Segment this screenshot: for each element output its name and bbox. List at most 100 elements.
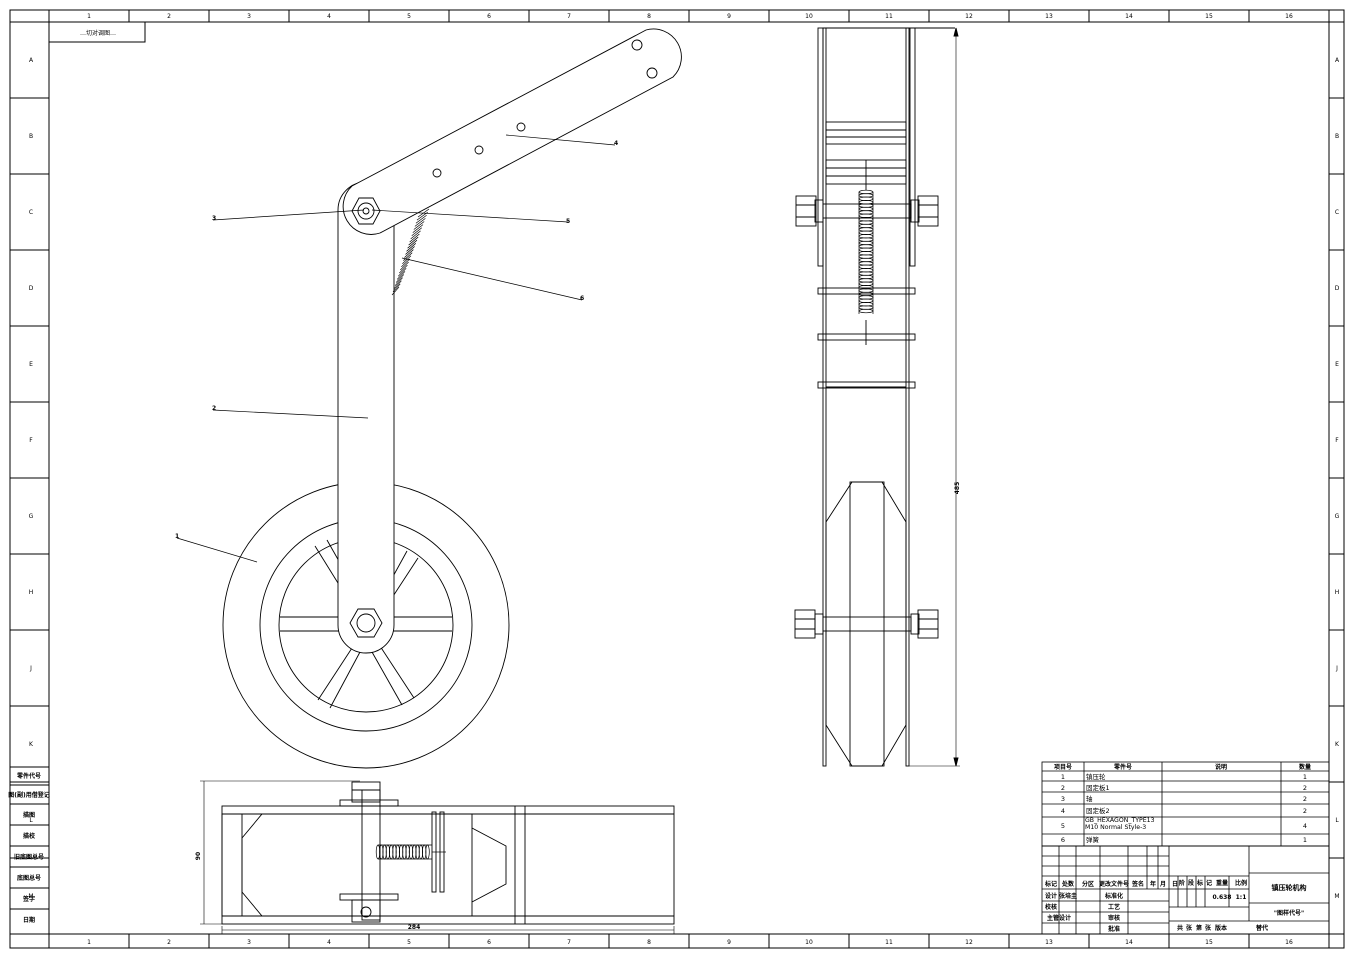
zone-row-label: J bbox=[1335, 665, 1338, 672]
zone-column-label: 5 bbox=[407, 13, 411, 20]
margin-signature: 签字 bbox=[22, 895, 35, 903]
tb-stage-1: 阶 bbox=[1179, 879, 1185, 887]
zone-row-label: C bbox=[29, 209, 33, 216]
zone-row-label: M bbox=[28, 893, 33, 900]
zone-row-label: D bbox=[1335, 285, 1340, 292]
dimension-90: 90 bbox=[195, 852, 202, 860]
zone-column-label: 8 bbox=[647, 939, 651, 946]
bom-row-qty: 4 bbox=[1303, 822, 1307, 830]
zone-column-label: 15 bbox=[1205, 939, 1213, 946]
zone-column-label: 2 bbox=[167, 939, 171, 946]
zone-row-label: H bbox=[29, 589, 34, 596]
bom-header-part: 零件号 bbox=[1113, 763, 1132, 771]
zone-row-label: L bbox=[29, 817, 33, 824]
zone-column-label: 11 bbox=[885, 939, 893, 946]
left-margin-register bbox=[9, 766, 50, 935]
bom-row-part: 镇压轮 bbox=[1086, 772, 1106, 781]
fixed-plate-arm-vertical bbox=[337, 181, 395, 654]
margin-borrow-register: 图(副)用借登记 bbox=[8, 791, 50, 799]
bom-row-item: 5 bbox=[1061, 822, 1065, 830]
tb-stage-2: 段 bbox=[1188, 879, 1194, 887]
tb-scale-label: 比例 bbox=[1235, 879, 1247, 887]
zone-column-label: 3 bbox=[247, 939, 251, 946]
title-block bbox=[1041, 845, 1330, 935]
dimension-284: 284 bbox=[408, 924, 421, 931]
zone-row-label: G bbox=[29, 513, 34, 520]
balloon-1: 1 bbox=[175, 533, 179, 540]
front-view bbox=[176, 28, 682, 769]
leader-lines bbox=[176, 134, 616, 563]
zone-row-label: B bbox=[1335, 133, 1339, 140]
zone-column-label: 4 bbox=[327, 13, 331, 20]
margin-part-code: 零件代号 bbox=[16, 772, 41, 780]
tb-standard-label: 标准化 bbox=[1104, 892, 1123, 900]
zone-column-label: 12 bbox=[965, 939, 973, 946]
tb-weight-label: 重量 bbox=[1216, 879, 1228, 887]
tb-rev-month: 月 bbox=[1159, 880, 1166, 888]
margin-base-no: 底图总号 bbox=[17, 874, 41, 882]
bom-header-desc: 说明 bbox=[1215, 763, 1227, 771]
tb-replace: 替代 bbox=[1255, 924, 1268, 932]
zone-row-label: B bbox=[29, 133, 33, 140]
corner-stamp: …切对调图… bbox=[80, 29, 116, 37]
zone-row-label: J bbox=[29, 665, 32, 672]
balloon-5: 5 bbox=[566, 218, 570, 225]
tb-sheet-no: 第 bbox=[1195, 924, 1202, 932]
bom-row-item: 3 bbox=[1061, 795, 1065, 803]
tb-approve-label: 批准 bbox=[1108, 925, 1120, 933]
zone-column-label: 5 bbox=[407, 939, 411, 946]
spring-plan bbox=[375, 844, 446, 860]
zone-column-label: 12 bbox=[965, 13, 973, 20]
zone-column-label: 14 bbox=[1125, 939, 1133, 946]
tb-drawing-no: "图样代号" bbox=[1274, 909, 1304, 917]
zone-row-label: K bbox=[29, 741, 34, 748]
zone-row-label: G bbox=[1335, 513, 1340, 520]
zone-column-label: 11 bbox=[885, 13, 893, 20]
zone-column-label: 7 bbox=[567, 939, 571, 946]
plan-view bbox=[200, 780, 675, 934]
tb-rev-year: 年 bbox=[1150, 880, 1156, 888]
tb-rev-mark: 标记 bbox=[1044, 880, 1057, 888]
tb-review-label: 审核 bbox=[1108, 914, 1120, 922]
bom-row-part: 固定板1 bbox=[1086, 783, 1110, 792]
zone-row-label: F bbox=[29, 437, 33, 444]
dimension-485: 485 bbox=[954, 482, 961, 495]
zone-column-label: 9 bbox=[727, 939, 731, 946]
zone-row-label: A bbox=[1335, 57, 1340, 64]
tb-title: 镇压轮机构 bbox=[1272, 883, 1307, 892]
tb-rev-count: 处数 bbox=[1061, 880, 1075, 888]
balloon-4: 4 bbox=[614, 140, 618, 147]
tb-chief-label: 主管设计 bbox=[1047, 914, 1071, 922]
zone-column-label: 14 bbox=[1125, 13, 1133, 20]
spring-side bbox=[858, 189, 874, 314]
zone-column-label: 1 bbox=[87, 13, 91, 20]
tb-rev-day: 日 bbox=[1172, 881, 1178, 888]
bom-table bbox=[1041, 761, 1330, 847]
bom-row-qty: 1 bbox=[1303, 836, 1307, 844]
spring-front bbox=[391, 208, 430, 296]
tb-rev-docno: 更改文件号 bbox=[1099, 880, 1129, 888]
tb-designer: 张培圭 bbox=[1059, 892, 1077, 900]
tb-stage-3: 标 bbox=[1196, 879, 1203, 887]
bom-row-part: 弹簧 bbox=[1086, 835, 1100, 844]
zone-column-label: 10 bbox=[805, 939, 813, 946]
zone-column-label: 2 bbox=[167, 13, 171, 20]
tb-design-label: 设计 bbox=[1045, 892, 1057, 900]
zone-row-label: L bbox=[1335, 817, 1339, 824]
zone-column-label: 1 bbox=[87, 939, 91, 946]
bom-row-part: 轴 bbox=[1086, 794, 1093, 803]
zone-column-label: 16 bbox=[1285, 939, 1293, 946]
bom-row-part: 固定板2 bbox=[1086, 806, 1110, 815]
tb-rev-sign: 签名 bbox=[1131, 880, 1144, 888]
zone-column-label: 7 bbox=[567, 13, 571, 20]
tb-sheets-total: 共 bbox=[1177, 924, 1183, 932]
tb-version: 版本 bbox=[1214, 924, 1228, 932]
bom-header-qty: 数量 bbox=[1299, 763, 1311, 771]
inner-frame bbox=[48, 21, 1330, 935]
margin-trace-check: 描校 bbox=[23, 832, 36, 840]
tb-process-label: 工艺 bbox=[1108, 903, 1120, 911]
bom-row-item: 6 bbox=[1061, 836, 1065, 844]
zone-column-label: 10 bbox=[805, 13, 813, 20]
